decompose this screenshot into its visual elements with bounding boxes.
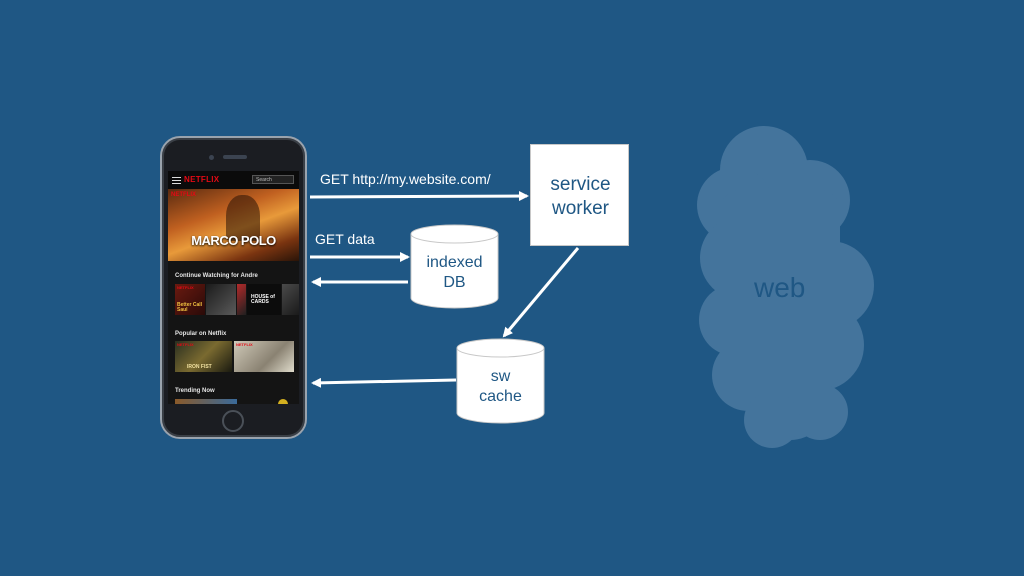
request-label: GET http://my.website.com/ (320, 171, 491, 187)
tile-continue-5[interactable] (282, 284, 299, 315)
tile-trending-2[interactable] (278, 399, 288, 404)
netflix-logo: NETFLIX (184, 175, 220, 184)
sw-cache-cylinder: sw cache (456, 338, 545, 425)
hero-title: MARCO POLO (191, 233, 276, 248)
hero-banner[interactable]: NETFLIX MARCO POLO (168, 189, 299, 261)
arrow-service-worker-to-cache (502, 247, 580, 338)
phone-mockup: NETFLIX Search NETFLIX MARCO POLO Contin… (160, 136, 307, 439)
tile-continue-2[interactable] (206, 284, 236, 315)
service-worker-box: service worker (530, 144, 629, 246)
indexed-db-label: indexed DB (426, 254, 483, 291)
camera-icon (209, 155, 214, 160)
home-button (222, 410, 244, 432)
tile-continue-1[interactable]: NETFLIX Better Call Saul (175, 284, 205, 315)
data-label: GET data (315, 231, 375, 247)
web-cloud (697, 126, 874, 448)
service-worker-label: service worker (550, 174, 611, 219)
row-label-popular: Popular on Netflix (175, 331, 227, 337)
tile-continue-3[interactable] (237, 284, 246, 315)
tile-trending-1[interactable] (175, 399, 237, 404)
tile-continue-4[interactable]: HOUSE of CARDS (247, 284, 281, 315)
web-label: web (754, 272, 806, 303)
hamburger-menu-icon[interactable] (172, 177, 181, 184)
tile-popular-1[interactable]: NETFLIX IRON FIST (175, 341, 232, 372)
arrow-cache-to-phone (311, 377, 457, 388)
tile-popular-2[interactable]: NETFLIX (234, 341, 294, 372)
row-label-continue-watching: Continue Watching for Andre (175, 273, 258, 279)
arrow-request-to-service-worker (309, 191, 529, 202)
speaker-grille (223, 155, 247, 159)
indexed-db-cylinder: indexed DB (410, 224, 499, 310)
row-label-trending: Trending Now (175, 388, 215, 394)
hero-figure (226, 195, 260, 241)
search-input[interactable]: Search (252, 175, 294, 184)
sw-cache-label: sw cache (479, 368, 522, 405)
phone-screen: NETFLIX Search NETFLIX MARCO POLO Contin… (168, 171, 299, 404)
hero-netflix-logo: NETFLIX (171, 192, 196, 198)
netflix-topbar: NETFLIX Search (168, 171, 299, 189)
